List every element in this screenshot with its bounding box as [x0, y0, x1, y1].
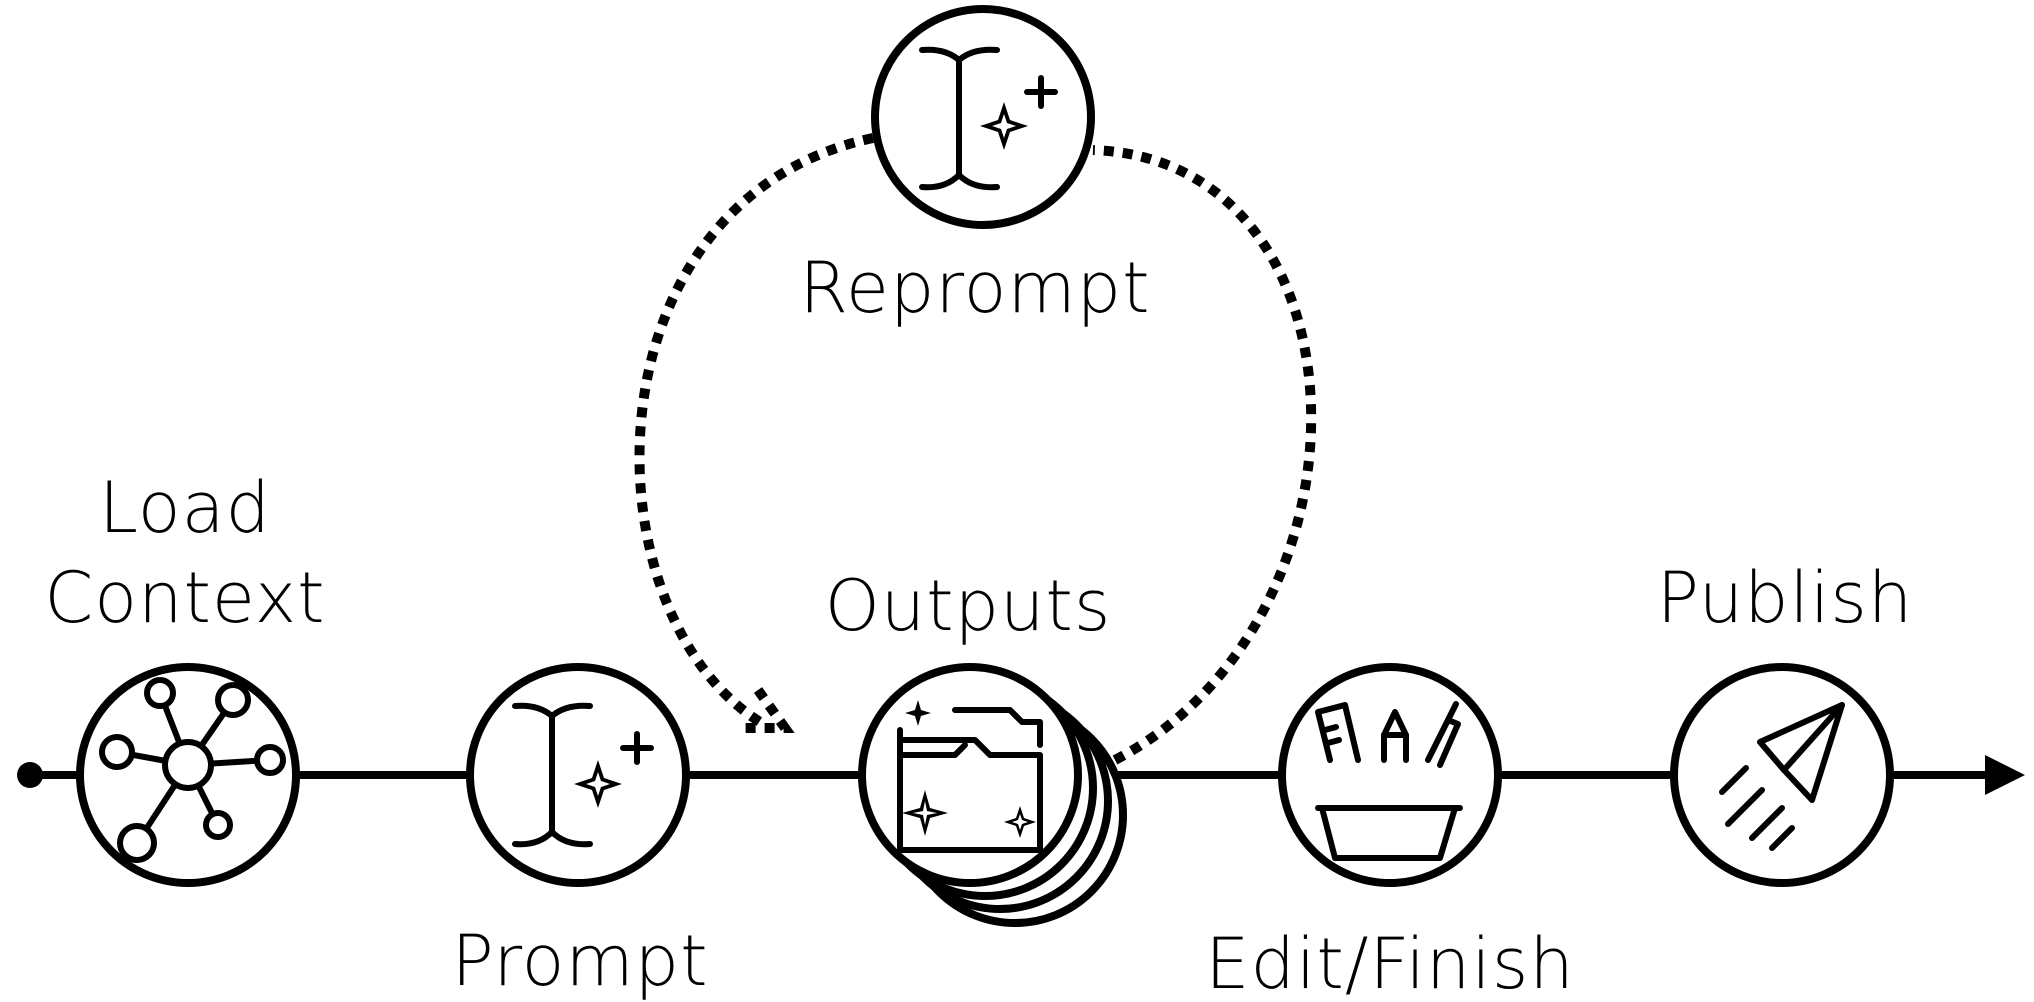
step-prompt-circle: [466, 663, 690, 887]
step-edit-finish-label: Edit/Finish: [1205, 923, 1574, 1002]
step-load-context-label-line1: Load: [99, 467, 271, 549]
paper-plane-icon: [1719, 702, 1845, 851]
step-outputs: Outputs: [825, 565, 1127, 927]
reprompt-loop-path: [634, 133, 1317, 765]
step-edit-finish-circle: [1278, 663, 1502, 887]
step-reprompt-circle: [871, 5, 1095, 229]
text-cursor-sparkle-icon: [512, 702, 654, 848]
step-prompt-label: Prompt: [451, 920, 708, 1002]
timeline-start-dot: [17, 762, 43, 788]
step-publish-label: Publish: [1657, 557, 1914, 639]
network-hub-icon: [99, 677, 286, 863]
step-edit-finish: Edit/Finish: [1205, 663, 1574, 1002]
step-publish-circle: [1670, 663, 1894, 887]
step-reprompt-label: Reprompt: [799, 247, 1150, 329]
step-reprompt: Reprompt: [799, 5, 1150, 329]
timeline-arrowhead: [1985, 755, 2025, 795]
pen-ruler-cup-icon: [1315, 701, 1463, 861]
text-cursor-sparkle-icon-reprompt: [919, 46, 1058, 191]
step-load-context-label-line2: Context: [44, 557, 325, 639]
step-load-context: Load Context: [44, 467, 325, 887]
folder-sparkle-icon: [897, 700, 1043, 853]
reprompt-loop: [634, 133, 1317, 765]
reprompt-loop-arrowhead: [737, 687, 795, 733]
step-outputs-label: Outputs: [825, 565, 1112, 647]
step-publish: Publish: [1657, 557, 1914, 887]
step-prompt: Prompt: [451, 663, 708, 1002]
